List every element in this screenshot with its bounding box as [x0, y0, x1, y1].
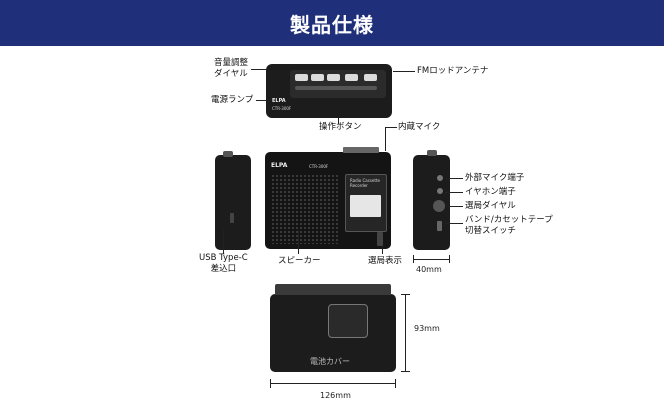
volume-dial-label: 音量調整 ダイヤル	[214, 58, 249, 79]
band-switch	[437, 221, 442, 231]
power-lamp-leader	[256, 100, 268, 101]
cassette-tape	[350, 195, 381, 217]
cassette-label: Radio Cassette Recorder	[350, 178, 380, 188]
tuning-display-label: 選局表示	[368, 256, 403, 266]
power-lamp-label: 電源ランプ	[211, 95, 254, 105]
built-in-mic-leader-v	[385, 127, 386, 151]
height-dim-line	[405, 294, 406, 372]
earphone-jack	[437, 188, 443, 194]
model-label-front: CTR-300F	[309, 164, 329, 169]
spec-sticker	[328, 304, 368, 338]
speaker-grille	[271, 174, 339, 244]
width-dim-line	[270, 383, 396, 384]
side-knob	[223, 151, 233, 157]
model-label-top: CTR-300F	[272, 106, 292, 111]
record-button[interactable]	[364, 74, 377, 81]
device-left-side-view	[215, 151, 251, 250]
fm-antenna-label: FMロッドアンテナ	[417, 66, 489, 76]
tuning-display-leader	[382, 246, 383, 254]
page-title: 製品仕様	[290, 13, 374, 37]
earphone-label: イヤホン端子	[465, 187, 516, 197]
ext-mic-leader	[445, 178, 463, 179]
height-dim-tick-b	[401, 371, 410, 372]
device-right-side-view	[413, 150, 450, 250]
ext-mic-jack	[437, 175, 443, 181]
device-top-view: ELPA CTR-300F	[266, 64, 392, 118]
depth-dimension: 40mm	[416, 265, 442, 274]
brand-label-front: ELPA	[271, 162, 288, 169]
built-in-mic-label: 内蔵マイク	[398, 122, 441, 132]
usb-port	[230, 213, 234, 223]
depth-dim-line	[413, 259, 450, 260]
tuning-dial-label: 選局ダイヤル	[465, 201, 516, 211]
rewind-button[interactable]	[311, 74, 324, 81]
cassette-window: Radio Cassette Recorder	[345, 174, 387, 232]
usb-port-leader	[223, 230, 224, 254]
right-side-knob	[427, 150, 437, 156]
back-top-edge	[275, 284, 391, 295]
height-dim-tick-t	[401, 294, 410, 295]
control-buttons-leader	[338, 118, 339, 124]
width-dim-tick-r	[395, 379, 396, 388]
header-banner: 製品仕様	[0, 0, 664, 46]
tuning-dial	[433, 200, 445, 212]
speaker-leader	[298, 230, 299, 254]
volume-dial-leader	[251, 69, 268, 70]
fast-forward-button[interactable]	[327, 74, 340, 81]
band-switch-label: バンド/カセットテープ 切替スイッチ	[465, 215, 553, 236]
tuning-scale	[377, 232, 383, 246]
device-front-view: ELPA CTR-300F Radio Cassette Recorder	[265, 152, 391, 249]
width-dim-tick-l	[270, 379, 271, 388]
ext-mic-label: 外部マイク端子	[465, 173, 525, 183]
width-dimension: 126mm	[320, 391, 351, 400]
battery-cover-label: 電池カバー	[310, 357, 350, 366]
device-back-view: 電池カバー	[270, 294, 396, 372]
depth-dim-tick-r	[449, 255, 450, 263]
depth-dim-tick-l	[413, 255, 414, 263]
tuning-dial-leader	[447, 206, 463, 207]
built-in-mic-leader	[385, 127, 397, 128]
band-switch-leader	[445, 223, 463, 224]
fm-antenna-leader	[393, 71, 415, 72]
height-dimension: 93mm	[414, 324, 440, 333]
front-top-buttons	[343, 147, 379, 153]
play-button[interactable]	[295, 74, 308, 81]
button-label-strip	[295, 86, 377, 90]
speaker-label: スピーカー	[278, 256, 321, 266]
usb-port-label: USB Type-C 差込口	[199, 253, 248, 274]
earphone-leader	[445, 192, 463, 193]
brand-label-top: ELPA	[272, 98, 286, 104]
control-buttons-label: 操作ボタン	[319, 122, 362, 132]
stop-button[interactable]	[345, 74, 358, 81]
